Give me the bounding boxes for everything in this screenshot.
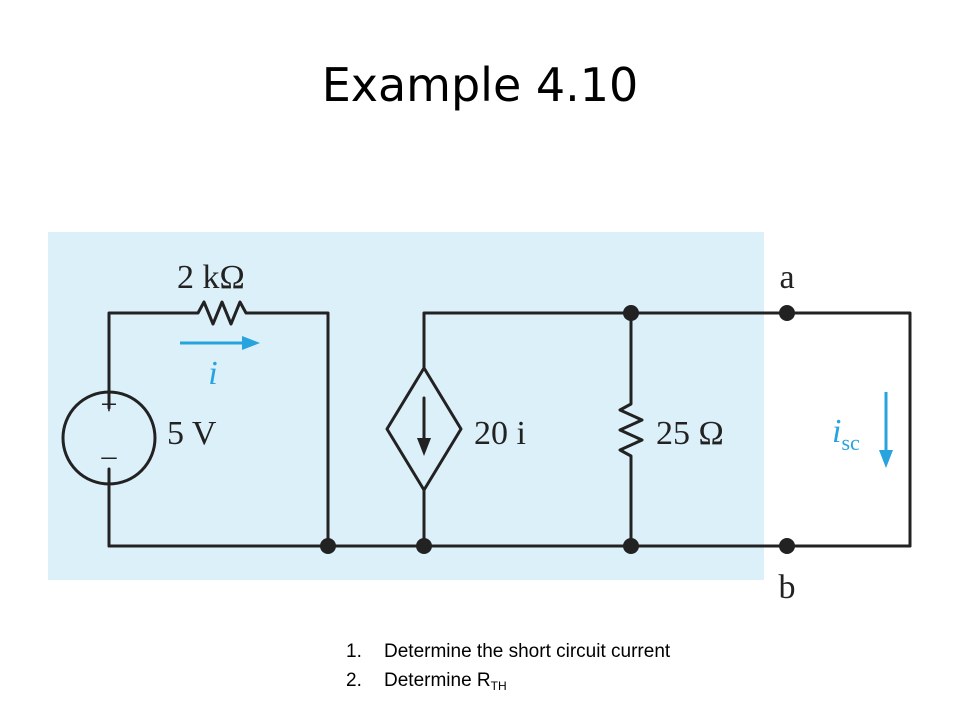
node-dot [623, 305, 639, 321]
terminal-a-dot [779, 305, 795, 321]
task-number: 2. [346, 670, 362, 691]
task-text: Determine the short circuit current [384, 641, 671, 662]
circuit-background-panel [48, 232, 764, 580]
isc-arrow-icon [879, 450, 893, 468]
current-i-arrow-icon [242, 336, 260, 350]
dependent-current-source-diamond [385, 366, 463, 492]
source-voltage-label: 5 V [167, 415, 217, 452]
voltage-source-symbol [61, 390, 157, 486]
task-subscript: TH [490, 679, 507, 693]
source-plus-sign: + [101, 388, 118, 421]
wire-top-to-node [260, 311, 330, 548]
resistor-2k-label: 2 kΩ [177, 259, 245, 296]
source-minus-sign: – [101, 439, 118, 472]
terminal-a-label: a [779, 259, 794, 296]
node-dot [623, 538, 639, 554]
dependent-source-label: 20 i [474, 415, 526, 452]
wire-dependent-upper [422, 311, 912, 548]
task-text: Determine R [384, 670, 491, 691]
resistor-25-zigzag [618, 398, 644, 462]
task-list: 1. Determine the short circuit current 2.… [346, 640, 670, 698]
dependent-source-arrow-icon [417, 438, 431, 456]
task-number: 1. [346, 641, 362, 662]
task-item: 1. Determine the short circuit current [346, 640, 670, 669]
isc-label: isc [832, 413, 860, 455]
resistor-25-label: 25 Ω [656, 415, 724, 452]
wire-left-top [107, 311, 180, 410]
node-dot [416, 538, 432, 554]
node-dot [320, 538, 336, 554]
task-item: 2. Determine RTH [346, 669, 670, 698]
terminal-b-label: b [779, 569, 796, 606]
slide-title: Example 4.10 [321, 58, 639, 112]
current-i-label: i [208, 355, 217, 392]
resistor-2k-zigzag [176, 300, 264, 326]
terminal-b-dot [779, 538, 795, 554]
